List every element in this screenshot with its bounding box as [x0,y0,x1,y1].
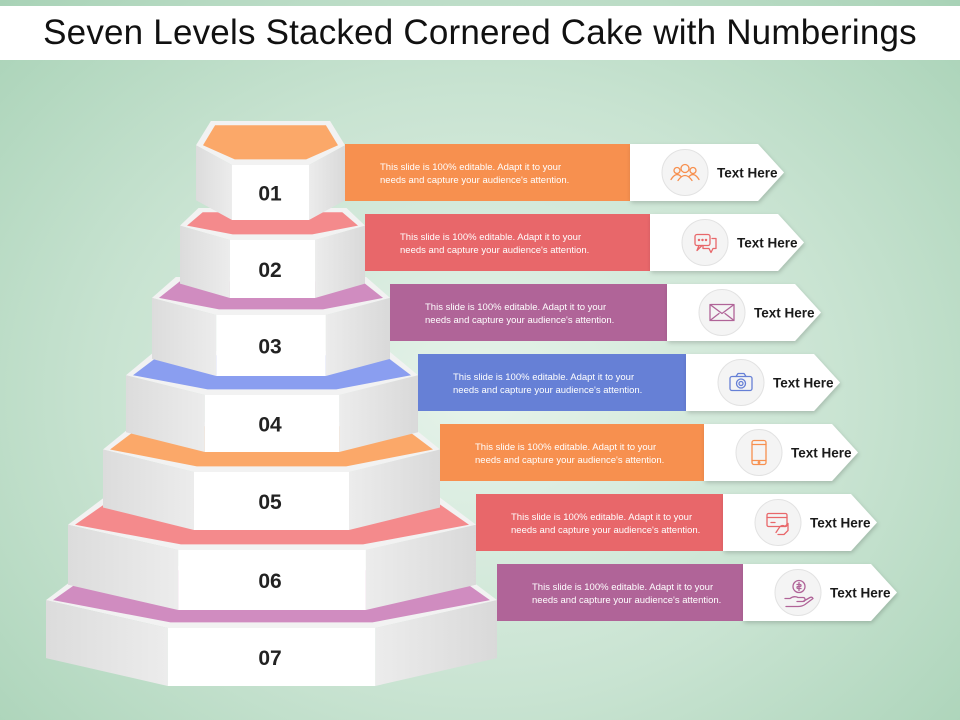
layer-left-side [196,145,232,220]
layer-left-side [180,225,230,298]
icon-circle [735,429,783,476]
ribbon-07: This slide is 100% editable. Adapt it to… [497,564,897,621]
description-line-1: This slide is 100% editable. Adapt it to… [425,302,606,313]
description-band [418,354,692,411]
description-line-1: This slide is 100% editable. Adapt it to… [475,442,656,453]
layer-right-side [349,449,440,530]
layer-right-side [339,375,418,452]
icon-circle [754,499,802,546]
credit-card-hand-icon [766,512,789,536]
description-line-2: needs and capture your audience's attent… [425,315,614,326]
money-hand-icon [784,579,814,608]
description-band [390,284,673,341]
level-label: Text Here [737,236,798,251]
description-line-1: This slide is 100% editable. Adapt it to… [532,582,713,593]
layer-right-side [325,297,390,376]
icon-circle [681,219,729,266]
layer-front-face [178,550,366,610]
layer-top-face [203,125,338,160]
ribbon-06: This slide is 100% editable. Adapt it to… [476,494,877,551]
ribbon-03: This slide is 100% editable. Adapt it to… [390,284,821,341]
ribbon-02: This slide is 100% editable. Adapt it to… [365,214,804,271]
description-band [440,424,710,481]
level-number: 02 [258,259,281,282]
description-line-1: This slide is 100% editable. Adapt it to… [400,232,581,243]
page-title: Seven Levels Stacked Cornered Cake with … [43,13,917,52]
title-bar: Seven Levels Stacked Cornered Cake with … [0,6,960,60]
description-line-2: needs and capture your audience's attent… [453,385,642,396]
description-line-1: This slide is 100% editable. Adapt it to… [511,512,692,523]
description-line-2: needs and capture your audience's attent… [380,175,569,186]
level-number: 05 [258,491,282,514]
chat-icon [694,233,717,254]
mobile-phone-icon [751,439,767,466]
description-line-2: needs and capture your audience's attent… [475,455,664,466]
cake-layer-02 [180,208,365,298]
layer-front-face [193,472,350,530]
layer-left-side [103,449,194,530]
layer-right-side [309,145,345,220]
level-number: 03 [258,336,281,359]
camera-icon [729,372,753,392]
layer-front-face [216,315,326,376]
level-numbers: 07 06 05 04 03 02 01 [258,183,282,671]
layer-right-side [365,524,476,610]
description-line-1: This slide is 100% editable. Adapt it to… [380,162,561,173]
description-line-1: This slide is 100% editable. Adapt it to… [453,372,634,383]
level-label: Text Here [830,586,891,601]
level-label: Text Here [754,306,815,321]
layer-front-face [229,240,316,298]
level-number: 06 [258,570,281,593]
description-line-2: needs and capture your audience's attent… [400,245,589,256]
layer-right-side [375,600,497,686]
level-label: Text Here [773,376,834,391]
ribbon-05: This slide is 100% editable. Adapt it to… [440,424,858,481]
description-band [497,564,749,621]
level-number: 04 [258,414,282,437]
layer-front-face [167,628,376,686]
layer-left-side [126,375,205,452]
level-label: Text Here [791,446,852,461]
description-band [476,494,729,551]
envelope-icon [709,303,735,322]
layer-right-side [315,225,365,298]
users-icon [670,163,700,182]
level-label: Text Here [810,516,871,531]
description-band [365,214,656,271]
cake-layers [46,121,497,686]
level-number: 07 [258,647,281,670]
layer-left-side [46,600,168,686]
level-number: 01 [258,183,282,206]
icon-circle [698,289,746,336]
icon-circle [717,359,765,406]
layer-front-face [232,165,309,220]
description-band [345,144,636,201]
layer-left-side [152,297,217,376]
description-ribbons: This slide is 100% editable. Adapt it to… [345,144,897,621]
description-line-2: needs and capture your audience's attent… [532,595,721,606]
ribbon-04: This slide is 100% editable. Adapt it to… [418,354,840,411]
level-label: Text Here [717,166,778,181]
description-line-2: needs and capture your audience's attent… [511,525,700,536]
layer-left-side [68,524,179,610]
layer-front-face [204,395,340,452]
cake-layer-01 [196,121,345,220]
ribbon-01: This slide is 100% editable. Adapt it to… [345,144,784,201]
